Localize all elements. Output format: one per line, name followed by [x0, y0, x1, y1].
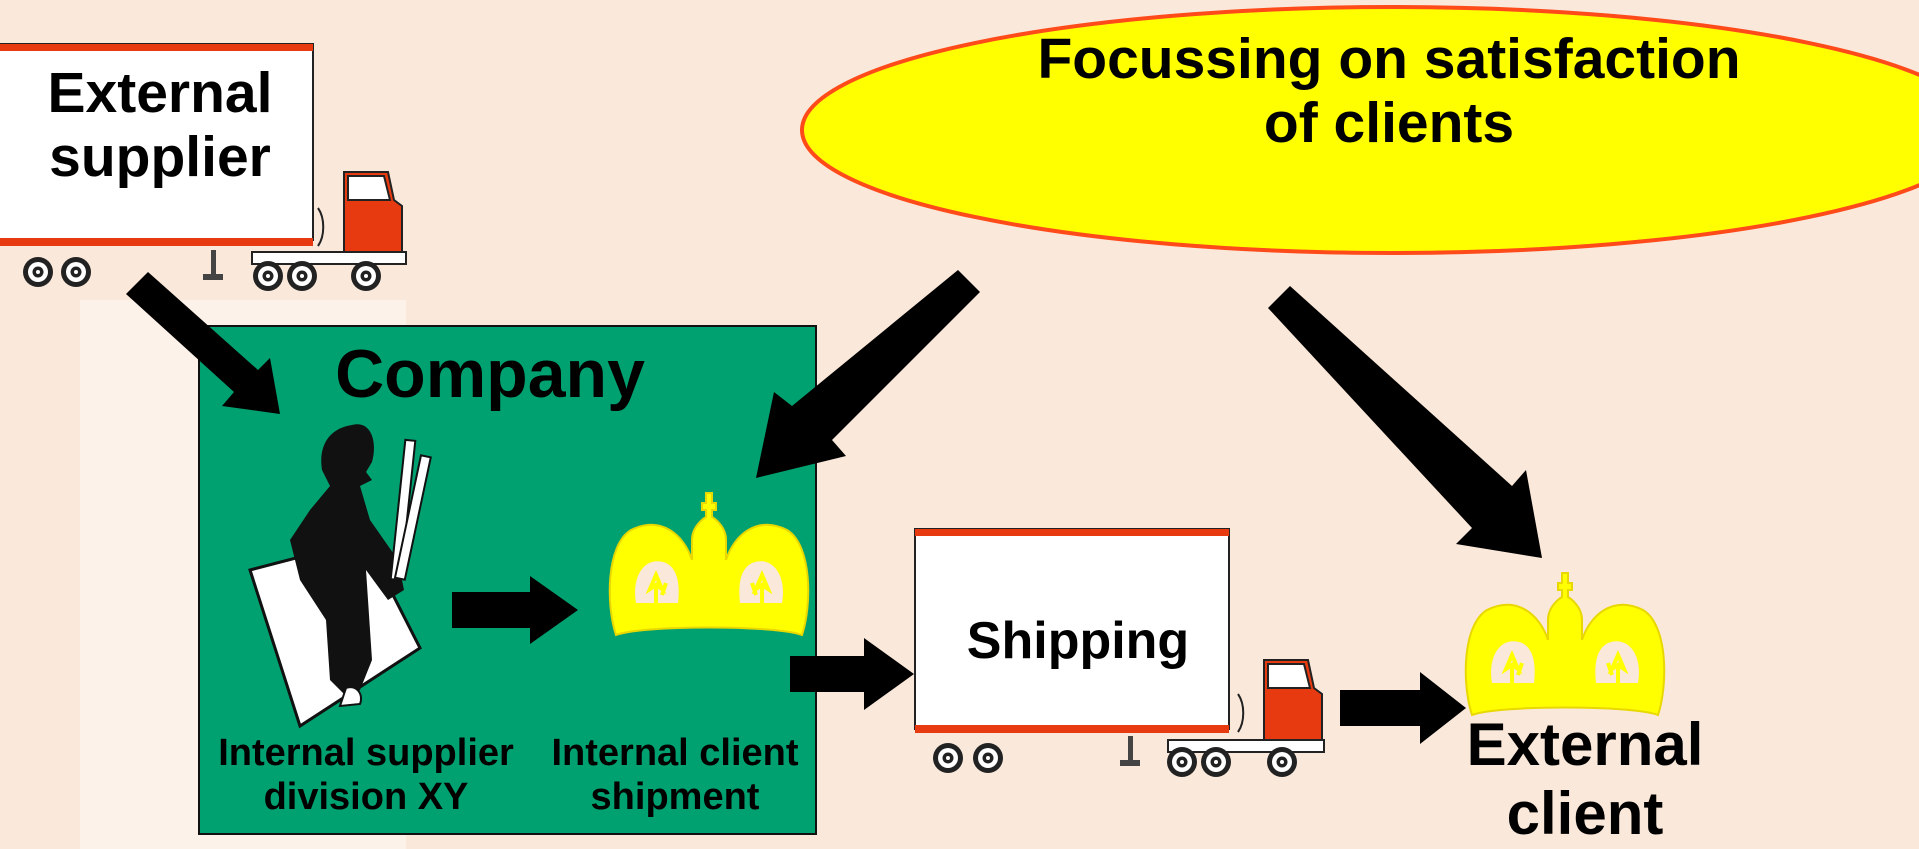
- external-client-line-1: External: [1466, 711, 1704, 778]
- arrow-shipping-to-external: [1340, 672, 1466, 744]
- shipping-label-text: Shipping: [966, 612, 1190, 670]
- internal-client-line-2: shipment: [590, 775, 760, 818]
- arrow-goal-to-external-client: [1268, 286, 1542, 558]
- company-title: Company: [300, 336, 680, 412]
- goal-ellipse-label: Focussing on satisfaction of clients: [958, 27, 1820, 156]
- external-supplier-truck-icon: [0, 43, 407, 291]
- goal-line-2: of clients: [1263, 90, 1515, 155]
- internal-supplier-label: Internal supplier division XY: [203, 732, 529, 819]
- internal-client-label: Internal client shipment: [530, 732, 820, 819]
- arrow-icon: [126, 270, 1542, 744]
- shipping-label: Shipping: [940, 612, 1216, 670]
- external-supplier-line-2: supplier: [49, 124, 271, 189]
- internal-client-line-1: Internal client: [551, 732, 799, 774]
- arrow-goal-to-internal-client: [756, 270, 980, 478]
- goal-line-1: Focussing on satisfaction: [1037, 27, 1741, 91]
- arrow-supplier-to-client: [452, 576, 578, 644]
- internal-supplier-line-1: Internal supplier: [218, 732, 514, 774]
- company-title-text: Company: [335, 336, 645, 412]
- businessman-icon: [248, 424, 432, 729]
- external-client-crown-icon: [1463, 571, 1667, 717]
- external-client-label: External client: [1420, 710, 1750, 848]
- external-client-line-2: client: [1506, 780, 1664, 847]
- goal-ellipse: [800, 5, 1919, 255]
- arrow-supplier-to-company: [126, 272, 280, 414]
- internal-supplier-line-2: division XY: [263, 775, 469, 818]
- arrow-company-to-shipping: [790, 638, 914, 710]
- shipping-truck-icon: [914, 528, 1325, 777]
- external-supplier-label: External supplier: [4, 61, 316, 190]
- external-supplier-line-1: External: [47, 61, 273, 125]
